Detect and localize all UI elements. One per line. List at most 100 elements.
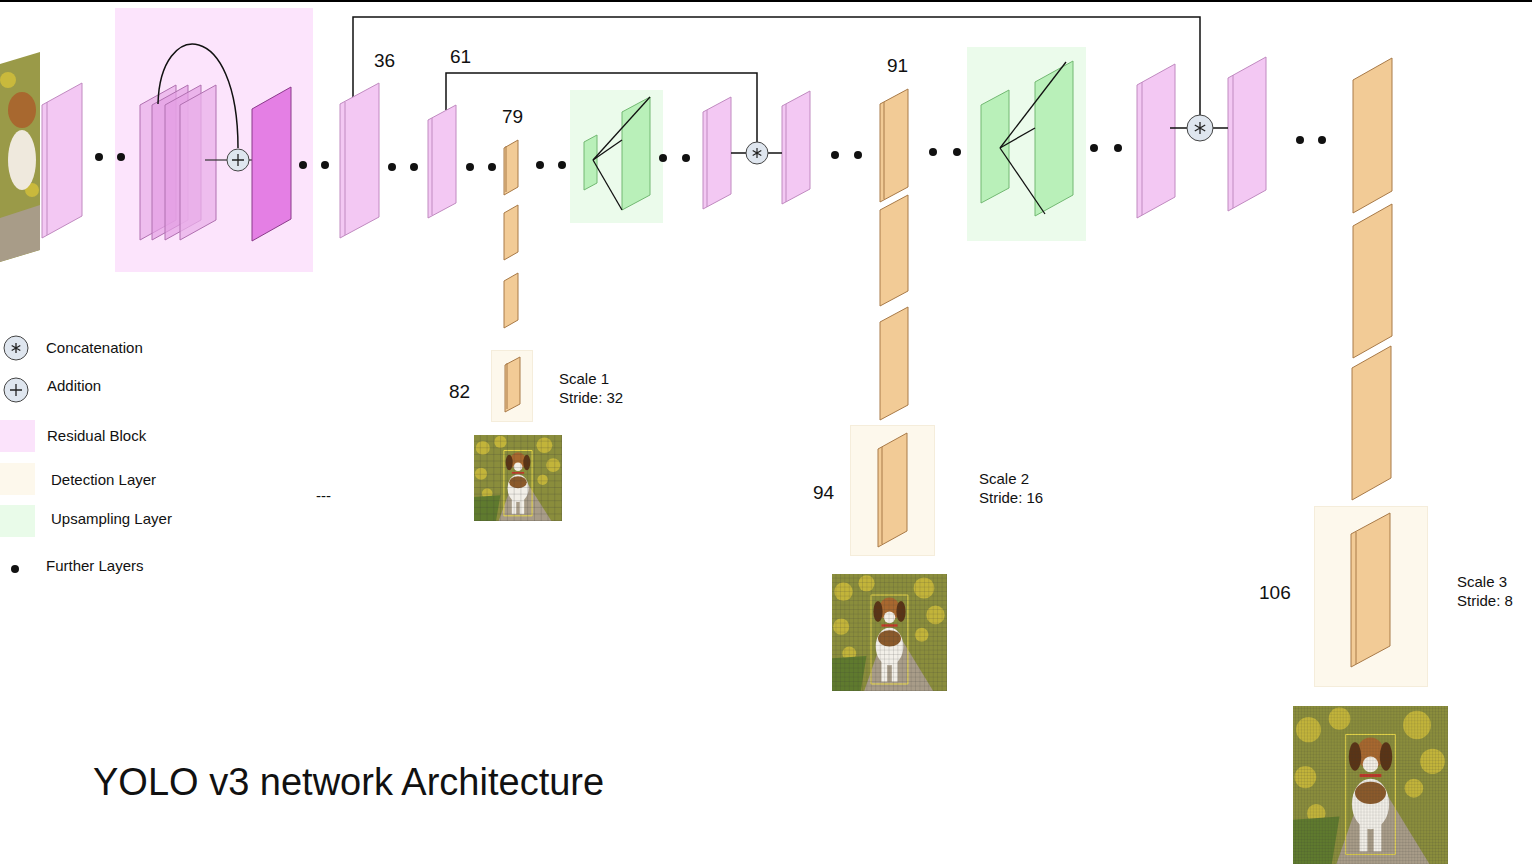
upsampling-layer-1 <box>570 90 663 223</box>
skip-wire <box>446 73 757 142</box>
layer-edge <box>432 118 433 215</box>
detection-conv-layer <box>1352 346 1391 500</box>
layer-edge <box>345 102 346 235</box>
upsample-ray <box>593 97 650 160</box>
skip-wire <box>353 17 1200 115</box>
concatenation-node <box>746 142 768 164</box>
layer-edge <box>1142 82 1143 215</box>
upsampling-panel <box>570 90 663 223</box>
conv-layer <box>782 91 810 204</box>
scale-label: Scale 3 Stride: 8 <box>1457 572 1527 610</box>
detection-panel: 82Scale 1 Stride: 32 <box>491 350 533 422</box>
detection-conv-layer <box>1353 58 1392 213</box>
layer-edge <box>786 104 787 202</box>
asterisk-sign <box>753 148 762 158</box>
note-label: --- <box>316 486 331 505</box>
scale-1-image <box>474 435 562 521</box>
layer-shape <box>850 425 935 556</box>
layer-edge <box>1233 75 1234 208</box>
layer-box: 79 <box>500 106 528 196</box>
top-rule <box>0 0 1532 2</box>
scale-2-image <box>832 574 947 691</box>
conv-layer <box>1137 64 1175 218</box>
legend-swatch <box>0 505 35 537</box>
wire <box>1170 127 1187 129</box>
concat-nodes <box>746 115 1213 164</box>
layer-slab <box>880 89 908 202</box>
layer-edge <box>882 447 883 544</box>
legend-text: Further Layers <box>46 556 144 575</box>
upsample-input <box>981 90 1009 203</box>
asterisk-sign <box>1195 122 1205 134</box>
wire <box>205 159 227 160</box>
detection-panel: 94Scale 2 Stride: 16 <box>850 425 935 556</box>
layer-slab <box>505 357 520 412</box>
scale-3-image <box>1293 706 1448 864</box>
concatenation-node <box>1187 115 1213 141</box>
detection-conv-layer <box>1353 204 1392 358</box>
layer-number: 61 <box>450 46 471 68</box>
layer-shape <box>340 50 400 240</box>
legend-swatch <box>0 463 35 495</box>
residual-block-panel <box>115 8 313 272</box>
residual-layer <box>180 85 216 240</box>
layer-box: 36 <box>340 50 400 240</box>
wire <box>1213 127 1228 129</box>
layer-edge <box>506 146 507 192</box>
layer-slab <box>1351 513 1390 667</box>
layer-shape <box>878 55 914 203</box>
detection-conv-layer <box>504 273 518 328</box>
layer-slab <box>428 105 456 218</box>
detection-conv-layers <box>504 58 1392 500</box>
scale-label: Scale 2 Stride: 16 <box>979 469 1059 507</box>
legend-text: Detection Layer <box>51 470 156 489</box>
layer-edge <box>507 363 508 409</box>
residual-panel <box>115 8 313 272</box>
layer-slab <box>504 140 518 195</box>
further-layer-dots <box>95 136 1326 171</box>
legend-symbol <box>1 333 31 363</box>
grid-overlay <box>1293 706 1448 864</box>
legend-text: Concatenation <box>46 338 143 357</box>
layer-number: 94 <box>813 482 834 504</box>
scale-label: Scale 1 Stride: 32 <box>559 369 639 407</box>
legend-swatch <box>0 420 35 452</box>
input-image <box>0 50 40 265</box>
layer-number: 91 <box>887 55 908 77</box>
legend-symbol <box>0 554 30 584</box>
wire <box>768 152 782 154</box>
layer-number: 79 <box>502 106 523 128</box>
layer-number: 106 <box>1259 582 1291 604</box>
upsample-ray <box>1000 148 1045 214</box>
layer-number: 82 <box>449 381 470 403</box>
layer-edge <box>884 102 885 199</box>
detection-conv-layer <box>880 307 908 420</box>
detection-conv-layer <box>880 195 908 306</box>
skip-arc <box>158 44 238 148</box>
layer-edge <box>1356 532 1357 664</box>
detection-images <box>474 435 1448 864</box>
upsampling-layer-2 <box>967 47 1086 241</box>
plus-sign <box>232 154 244 166</box>
upsample-ray <box>1000 128 1035 148</box>
layer-box: 61 <box>428 46 478 220</box>
upsample-ray <box>1000 62 1066 148</box>
layer-box: 91 <box>878 55 914 203</box>
layer-shape <box>491 350 533 422</box>
grid-overlay <box>474 435 562 521</box>
upsample-ray <box>593 140 622 160</box>
conv-layer <box>1228 57 1266 211</box>
skip-connections <box>353 17 1228 153</box>
upsample-ray <box>593 160 622 210</box>
residual-output-layer <box>252 87 291 241</box>
layer-edge <box>47 102 48 235</box>
wire <box>731 152 746 154</box>
legend-text: Addition <box>47 376 101 395</box>
layer-number: 36 <box>374 50 395 72</box>
conv-layer <box>703 97 731 209</box>
addition-node <box>227 149 249 171</box>
layer-shape <box>428 46 478 220</box>
conv-layer <box>42 83 82 238</box>
